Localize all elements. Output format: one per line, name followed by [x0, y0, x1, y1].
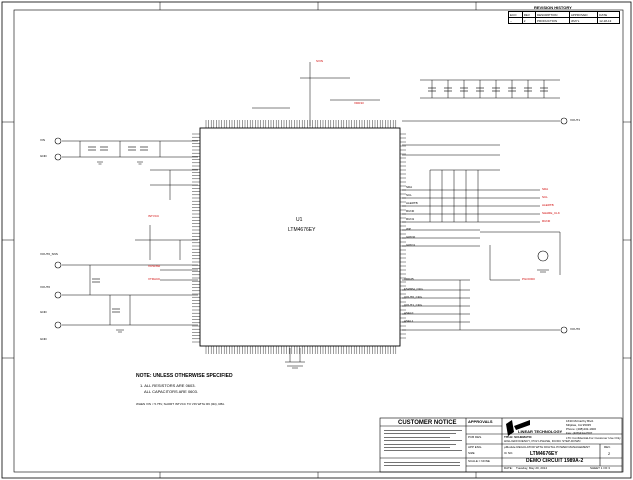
notes-line-1: 1. ALL RESISTORS ARE 0603.	[140, 383, 196, 388]
revision-title: REVISION HISTORY	[534, 5, 572, 10]
scale: SCALE = NONE	[468, 459, 490, 463]
company-phone: Phone: (408)432-1900	[566, 427, 597, 431]
ic-top-pins	[205, 120, 396, 128]
revision-table: ECO REV DESCRIPTION APPROVED DATE -- 2 P…	[508, 11, 620, 24]
rev-label: REV.	[604, 445, 611, 449]
rev-cell-description: PRODUCTION	[534, 17, 570, 24]
rev-cell-rev: 2	[521, 17, 536, 24]
date-label: DATE:	[504, 466, 513, 470]
notice-text-line	[384, 436, 450, 438]
approvals-pcb: PCB DES.	[468, 435, 483, 439]
pin-gpio0: GPIO0	[406, 235, 416, 239]
notes-line-3: WHEN VIN < 5.75V, SHORT INTVCC TO VIN WI…	[136, 402, 226, 406]
rev-cell-approved: JIMYL	[568, 17, 599, 24]
output-terminals	[537, 117, 568, 334]
title-block-frame	[379, 417, 623, 473]
net-vin: VIN	[40, 138, 46, 142]
approvals-app: APP ENG.	[468, 445, 483, 449]
rev-value: 2	[608, 451, 611, 456]
pin-gpio1: GPIO1	[406, 243, 416, 247]
notice-text-line	[384, 465, 460, 467]
net-gnd-3: GND	[40, 337, 47, 341]
ic-ref: U1	[296, 217, 303, 223]
net-vout0-sns: VOUT0_SNS	[40, 252, 58, 256]
top-caps	[428, 87, 548, 92]
notes-heading: NOTE: UNLESS OTHERWISE SPECIFIED	[136, 373, 233, 379]
notice-text-line	[384, 447, 450, 448]
customer-notice-title: CUSTOMER NOTICE	[398, 420, 457, 426]
linear-logo-icon	[506, 420, 530, 436]
pin-sda: SDA	[406, 185, 413, 189]
pin-fsync: FSWPH_CFG	[404, 287, 423, 291]
title-desc-2: µModule REGULATOR WITH DIGITAL POWER MAN…	[504, 445, 590, 449]
net-alert: ALERTB	[542, 203, 554, 207]
notice-text-line	[384, 450, 462, 452]
top-cap-bank	[252, 62, 560, 126]
net-gnd-1: GND	[40, 154, 47, 158]
ic-left-pins	[192, 133, 200, 343]
title-desc-1: HIGH EFFICIENCY, POLY-PHASE, DC/DC STEP-…	[504, 439, 581, 443]
input-capacitors	[88, 146, 148, 313]
pin-scl: SCL	[406, 193, 412, 197]
net-vout0: VOUT0	[40, 285, 51, 289]
sheet-number: SHEET 1 OF 3	[590, 466, 610, 470]
net-vosns0: VOSNS0	[148, 264, 161, 268]
input-terminals	[54, 137, 62, 329]
net-pgood0: PGOOD0	[522, 277, 535, 281]
notice-text-line	[384, 443, 456, 445]
net-run0: RUN0	[542, 219, 551, 223]
pin-vout1-cfg: VOUT1_CFG	[404, 303, 423, 307]
pin-vdd25: VDD25	[404, 277, 414, 281]
company-logo-text: LINEAR TECHNOLOGY	[518, 429, 563, 434]
title-label: TITLE: SCHEMATIC	[504, 435, 532, 439]
ground-symbols	[97, 161, 549, 369]
net-vdd33: VDD33	[354, 101, 364, 105]
net-intvcc: INTVCC	[148, 214, 160, 218]
pin-asel1: ASEL1	[404, 319, 414, 323]
pin-run1: RUN1	[406, 217, 415, 221]
net-sda: SDA	[542, 187, 549, 191]
pin-asel0: ASEL0	[404, 311, 414, 315]
pin-wp: WP	[406, 227, 411, 231]
company-fax: Fax: (408)434-0507	[566, 431, 593, 435]
notice-text-line	[384, 433, 456, 435]
company-city: Milpitas, CA 95035	[566, 423, 592, 427]
size-label: SIZE	[468, 451, 475, 455]
net-vtrack: VTRACK	[148, 277, 161, 281]
net-share-clk: SHARE_CLK	[542, 211, 560, 215]
notice-text-line	[384, 430, 462, 431]
company-confidential: LTC Confidential-For Customer Use Only	[566, 436, 621, 440]
rev-cell-date: 12-18-13	[597, 17, 620, 24]
notice-text-line	[384, 462, 460, 463]
net-gnd-2: GND	[40, 310, 47, 314]
title-part: LTM4676EY	[530, 451, 558, 457]
pin-alert: ALERTB	[406, 201, 418, 205]
inner-border	[13, 9, 624, 473]
pin-vout0-cfg: VOUT0_CFG	[404, 295, 423, 299]
net-scl: SCL	[542, 195, 548, 199]
ic-body	[199, 127, 401, 347]
company-address: 1630 McCarthy Blvd.	[566, 419, 594, 423]
ic-part: LTM4676EY	[288, 227, 316, 233]
notes-line-2: ALL CAPACITORS ARE 0603.	[144, 389, 198, 394]
notice-text-line	[384, 440, 462, 442]
net-vout1-right: VOUT1	[570, 118, 581, 122]
input-wiring	[62, 140, 198, 326]
net-vout0-right: VOUT0	[570, 327, 581, 331]
ic-no-label: IC NO.	[504, 451, 514, 455]
net-svin: SVIN	[316, 59, 324, 63]
date-value: Tuesday, May 20, 2014	[516, 466, 548, 470]
ic-bottom-pins	[205, 346, 396, 354]
approvals-title: APPROVALS	[468, 419, 493, 424]
output-wiring	[402, 120, 561, 331]
bottom-wiring	[285, 348, 305, 363]
pin-run0: RUN0	[406, 209, 415, 213]
title-demo: DEMO CIRCUIT 1989A-2	[526, 458, 584, 464]
rev-cell-eco: --	[508, 17, 523, 24]
